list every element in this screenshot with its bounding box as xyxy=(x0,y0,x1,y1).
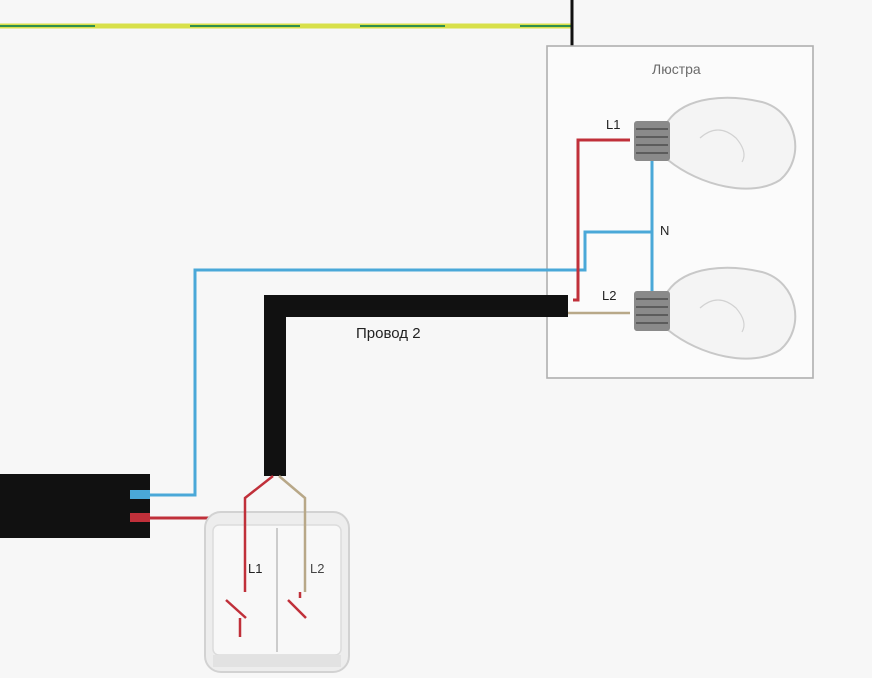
switch-key1-wire xyxy=(243,475,274,592)
neutral-wire xyxy=(150,230,652,497)
double-switch-icon xyxy=(204,511,350,673)
switch-contacts xyxy=(225,592,307,637)
cable-2 xyxy=(264,295,568,476)
cable-label: Провод 2 xyxy=(356,325,421,342)
feed-cable xyxy=(0,474,150,538)
chandelier-label: Люстра xyxy=(652,61,701,77)
light-bulb-icon xyxy=(634,96,797,190)
switch-key2-wire xyxy=(278,475,307,592)
feed-phase-core xyxy=(130,513,150,522)
light-bulb-icon xyxy=(634,266,797,360)
switch-key1-label: L1 xyxy=(248,561,263,576)
feed-neutral-core xyxy=(130,490,150,499)
lamp-l1-label: L1 xyxy=(606,117,621,132)
neutral-label: N xyxy=(660,223,670,238)
switch-key2-label: L2 xyxy=(310,561,325,576)
lamp-l2-label: L2 xyxy=(602,288,617,303)
phase-l1-wire xyxy=(573,138,630,302)
